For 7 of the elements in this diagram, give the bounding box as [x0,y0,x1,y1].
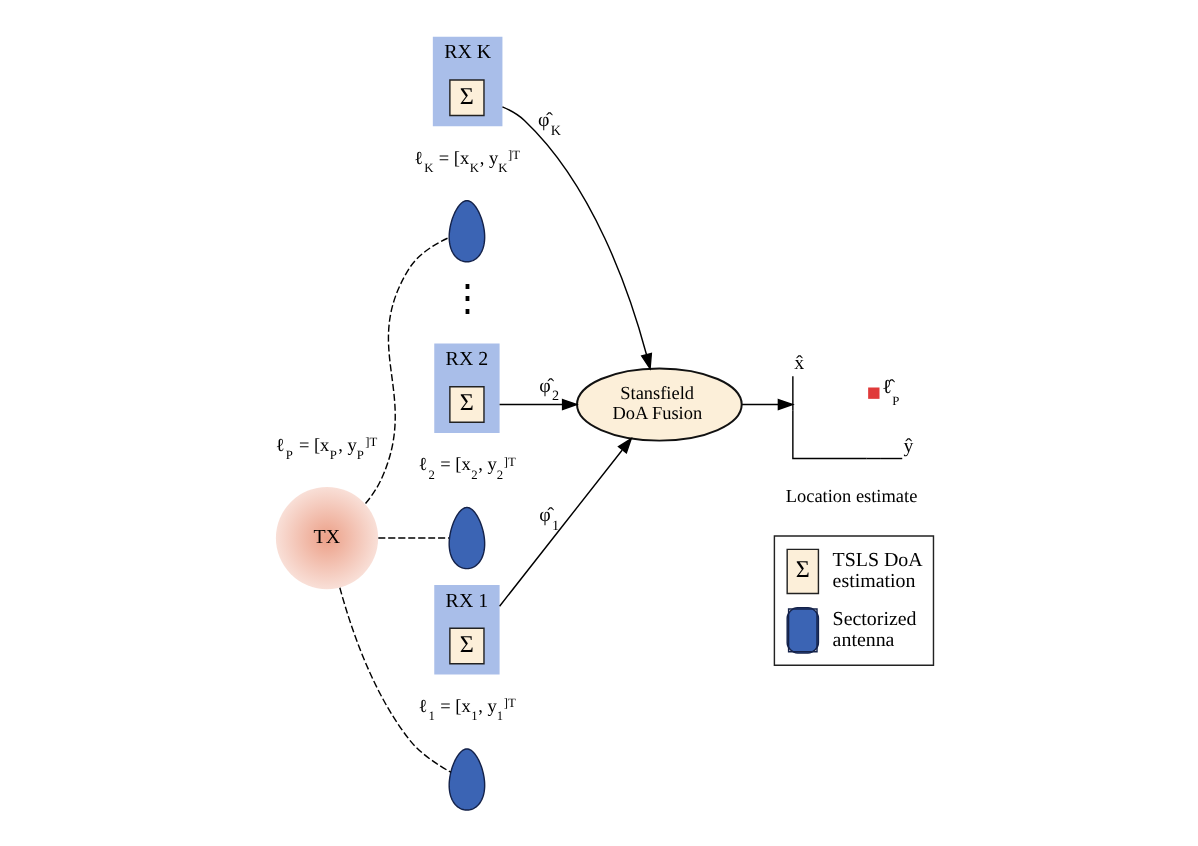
label: ⋮ [449,277,486,318]
node-label: Location estimate [785,485,918,506]
label: Σ [795,555,810,584]
node-label: x̂ [794,352,805,375]
legend-label: Sectorized antenna [832,608,917,653]
node-label: ŷ [903,435,914,458]
legend-label: TSLS DoA estimation [832,550,923,594]
